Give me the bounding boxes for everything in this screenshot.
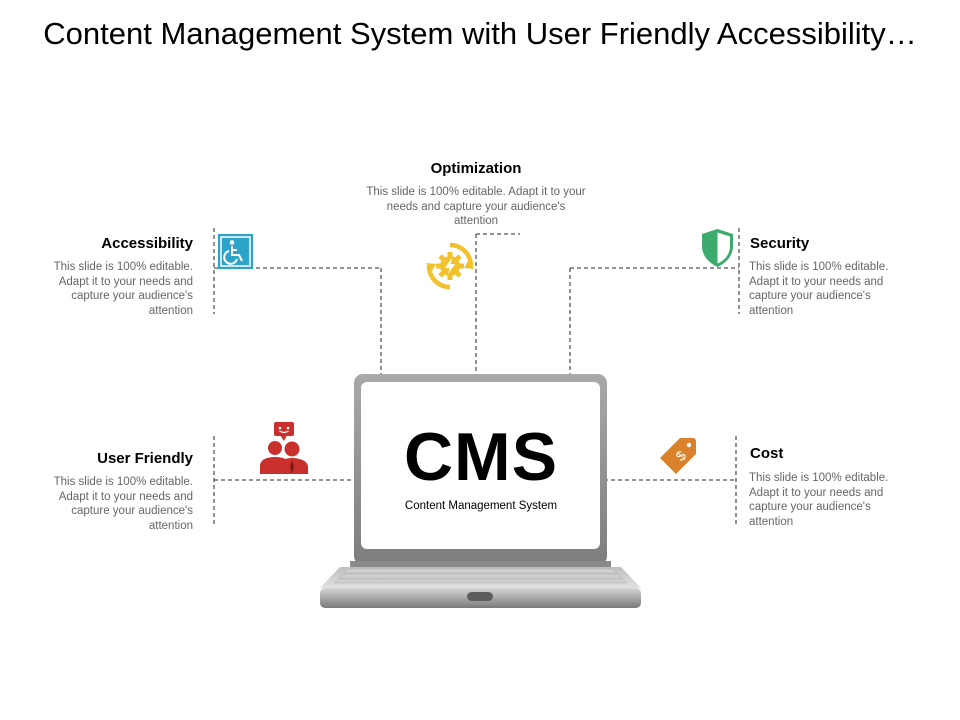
cms-subtitle: Content Management System: [404, 500, 558, 512]
shield-icon: [702, 229, 733, 267]
cost-description: This slide is 100% editable. Adapt it to…: [749, 472, 889, 528]
security-heading: Security: [750, 235, 810, 252]
user-friendly-heading: User Friendly: [97, 450, 193, 467]
cost-heading: Cost: [750, 445, 784, 462]
users-chat-icon: [260, 422, 308, 474]
optimization-heading: Optimization: [430, 160, 522, 177]
slide-title: Content Management System with User Frie…: [43, 16, 917, 51]
price-tag-icon: $: [660, 438, 696, 474]
accessibility-description: This slide is 100% editable. Adapt it to…: [53, 261, 193, 317]
wheelchair-icon: [218, 234, 253, 269]
cms-acronym: CMS: [403, 419, 559, 495]
gear-refresh-icon: [426, 242, 474, 290]
user-friendly-description: This slide is 100% editable. Adapt it to…: [53, 476, 193, 532]
accessibility-heading: Accessibility: [101, 235, 193, 252]
security-description: This slide is 100% editable. Adapt it to…: [749, 261, 889, 317]
optimization-description: This slide is 100% editable. Adapt it to…: [366, 186, 586, 227]
